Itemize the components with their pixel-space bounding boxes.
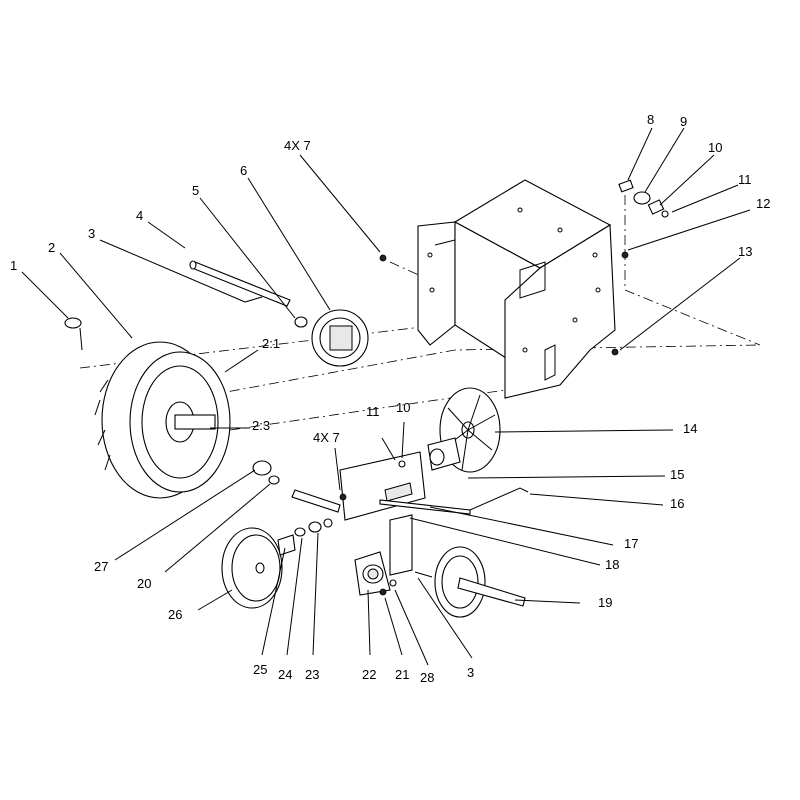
callout-4x7-lower: 4X 7 — [313, 430, 340, 445]
upper-bolt-assembly — [611, 179, 669, 356]
callout-10-upper: 10 — [708, 140, 722, 155]
callout-25: 25 — [253, 662, 267, 677]
callout-12: 12 — [756, 196, 770, 211]
callout-6: 6 — [240, 163, 247, 178]
callout-15: 15 — [670, 467, 684, 482]
callout-19: 19 — [598, 595, 612, 610]
callout-5: 5 — [192, 183, 199, 198]
callout-22: 22 — [362, 667, 376, 682]
callout-10-lower: 10 — [396, 400, 410, 415]
leader-lines — [21, 127, 751, 666]
callout-20: 20 — [137, 576, 151, 591]
callout-labels: 1 2 3 4 5 6 4X 7 8 9 10 11 12 13 2:1 2:3… — [10, 112, 770, 685]
frame-housing — [417, 179, 616, 399]
callout-21: 21 — [395, 667, 409, 682]
friction-wheel-assembly — [427, 387, 501, 473]
callout-3-upper: 3 — [88, 226, 95, 241]
callout-16: 16 — [670, 496, 684, 511]
callout-18: 18 — [605, 557, 619, 572]
shift-rod — [469, 487, 529, 511]
callout-13: 13 — [738, 244, 752, 259]
callout-4: 4 — [136, 208, 143, 223]
callout-8: 8 — [647, 112, 654, 127]
axle-shaft-group — [189, 254, 387, 367]
callout-1: 1 — [10, 258, 17, 273]
callout-2-1: 2:1 — [262, 336, 280, 351]
bushing-washer — [252, 460, 280, 485]
callout-3-lower: 3 — [467, 665, 474, 680]
callout-9: 9 — [680, 114, 687, 129]
wheel-tire — [64, 317, 231, 499]
callout-28: 28 — [420, 670, 434, 685]
callout-2-3: 2:3 — [252, 418, 270, 433]
drive-gear — [414, 546, 526, 618]
pulley-assembly — [221, 489, 341, 609]
callout-11-upper: 11 — [738, 172, 752, 187]
callout-17: 17 — [624, 536, 638, 551]
lower-bearing-plate — [354, 514, 413, 596]
callout-2: 2 — [48, 240, 55, 255]
callout-23: 23 — [305, 667, 319, 682]
callout-26: 26 — [168, 607, 182, 622]
callout-11-lower: 11 — [366, 404, 380, 419]
callout-27: 27 — [94, 559, 108, 574]
callout-14: 14 — [683, 421, 697, 436]
callout-24: 24 — [278, 667, 292, 682]
callout-4x7-upper: 4X 7 — [284, 138, 311, 153]
